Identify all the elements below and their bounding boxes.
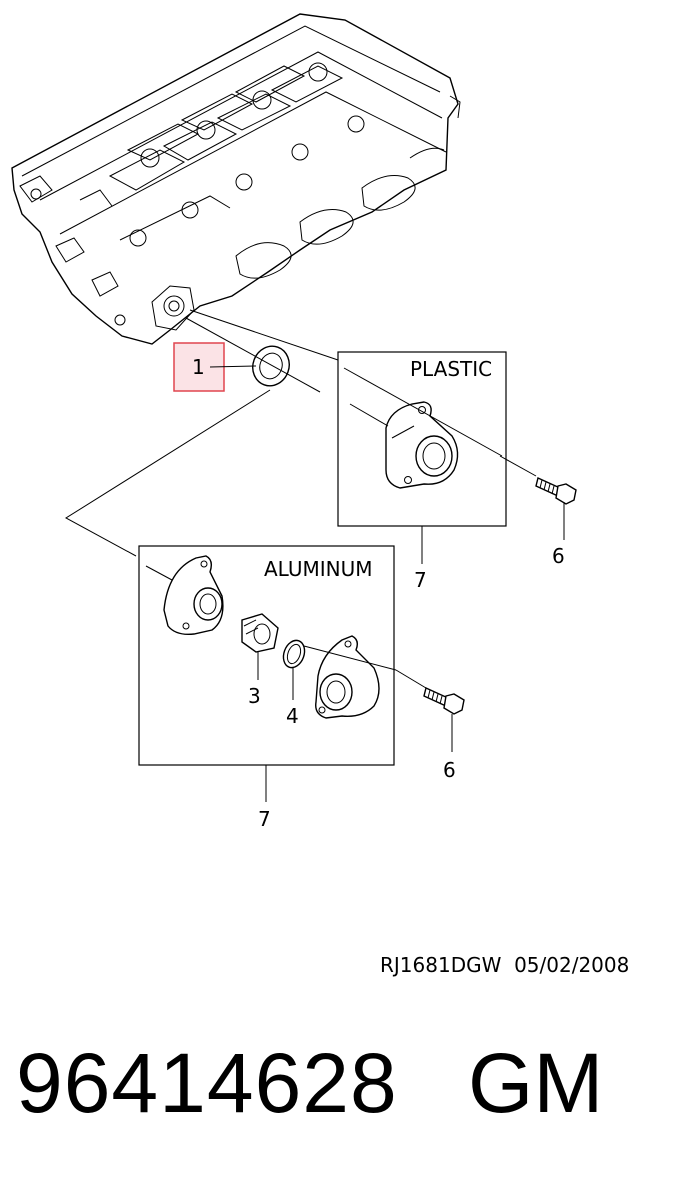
- brand-name: GM: [468, 1036, 604, 1130]
- aluminum-variant-box: ALUMINUM 3 4: [138, 545, 397, 766]
- cylinder-head-drawing: [11, 13, 461, 345]
- plastic-thermostat-housing: [385, 401, 459, 489]
- bolt-part-6-lower: [395, 669, 465, 752]
- plastic-variant-box: PLASTIC: [337, 351, 507, 527]
- aluminum-housing-inlet: [145, 555, 224, 636]
- callout-7-aluminum: 7: [258, 807, 271, 831]
- callout-7-plastic: 7: [414, 568, 427, 592]
- callout-6-upper: 6: [552, 544, 565, 568]
- o-ring-part-4: [282, 639, 306, 700]
- callout-6-lower: 6: [443, 758, 456, 782]
- bolt-part-6-upper: [499, 455, 577, 540]
- callout-3: 3: [248, 684, 261, 708]
- aluminum-housing-outlet: [315, 635, 380, 719]
- aluminum-box-title: ALUMINUM: [264, 557, 372, 581]
- gasket-ring-part-1: [252, 345, 290, 387]
- part-number: 96414628: [16, 1036, 398, 1130]
- drawing-reference: RJ1681DGW 05/02/2008: [380, 953, 629, 977]
- plastic-box-title: PLASTIC: [410, 357, 492, 381]
- callout-4: 4: [286, 704, 299, 728]
- thermostat-part-3: [241, 613, 279, 680]
- callout-1-label: 1: [192, 355, 205, 379]
